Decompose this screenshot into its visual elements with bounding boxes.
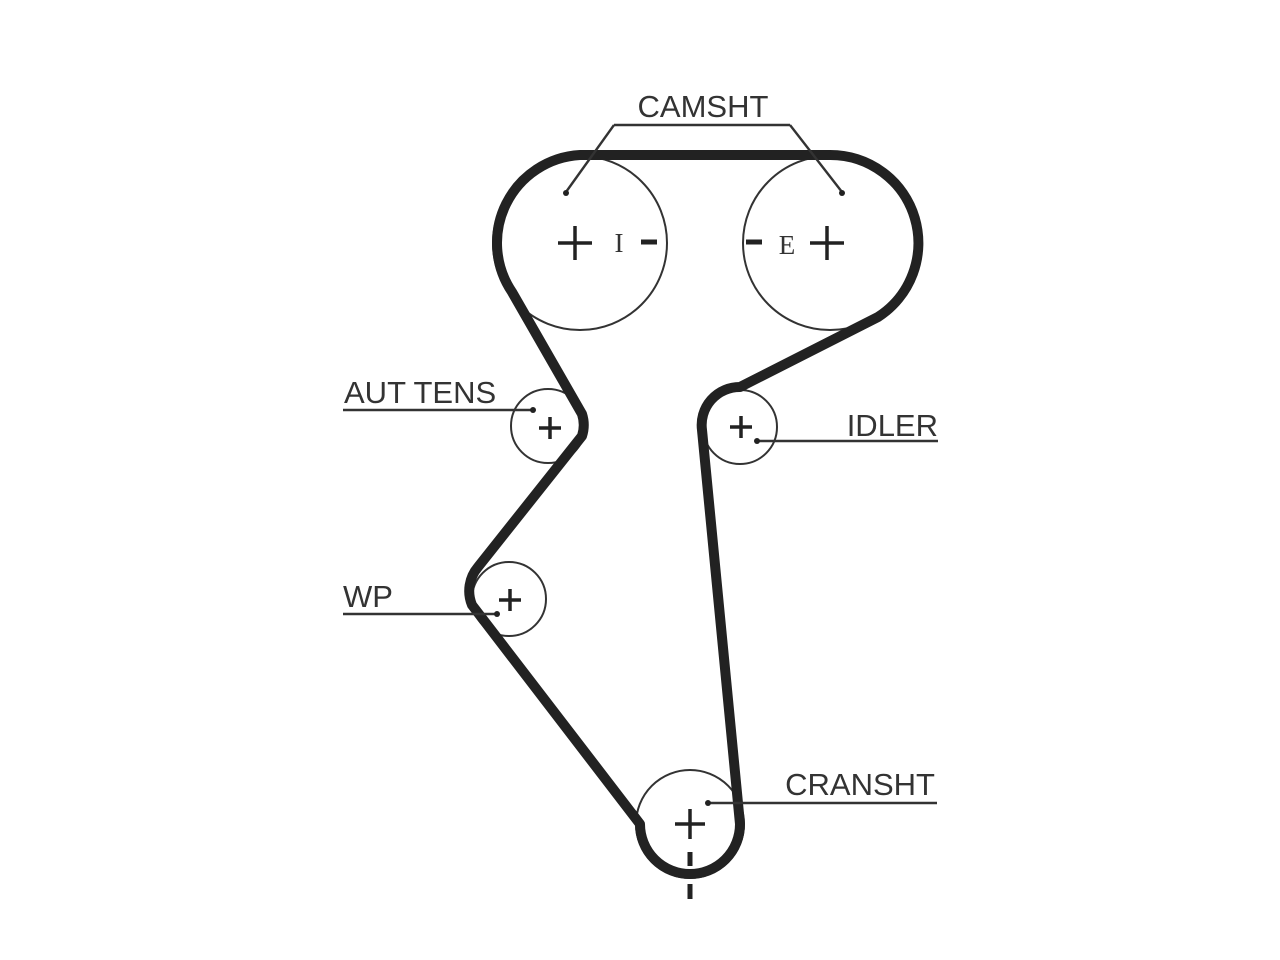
crankshaft-label: CRANSHT xyxy=(785,767,935,802)
auto-tensioner-center-icon xyxy=(539,417,561,439)
crankshaft-leader xyxy=(705,800,937,806)
exhaust-mark-label: E xyxy=(779,230,796,260)
idler-leader xyxy=(754,438,938,444)
timing-belt xyxy=(464,149,924,879)
crankshaft-center-icon xyxy=(675,809,705,839)
intake-camshaft-center-icon xyxy=(558,226,592,260)
idler-center-icon xyxy=(730,416,752,438)
camshaft-leader xyxy=(563,123,845,196)
water-pump-leader xyxy=(343,611,500,617)
intake-mark-label: I xyxy=(615,228,624,258)
water-pump-label: WP xyxy=(343,579,393,614)
water-pump-center-icon xyxy=(499,589,521,611)
auto-tensioner-leader xyxy=(343,407,536,413)
auto-tensioner-label: AUT TENS xyxy=(344,375,496,410)
idler-label: IDLER xyxy=(847,408,938,443)
exhaust-camshaft-center-icon xyxy=(810,226,844,260)
camshaft-label: CAMSHT xyxy=(638,89,769,124)
